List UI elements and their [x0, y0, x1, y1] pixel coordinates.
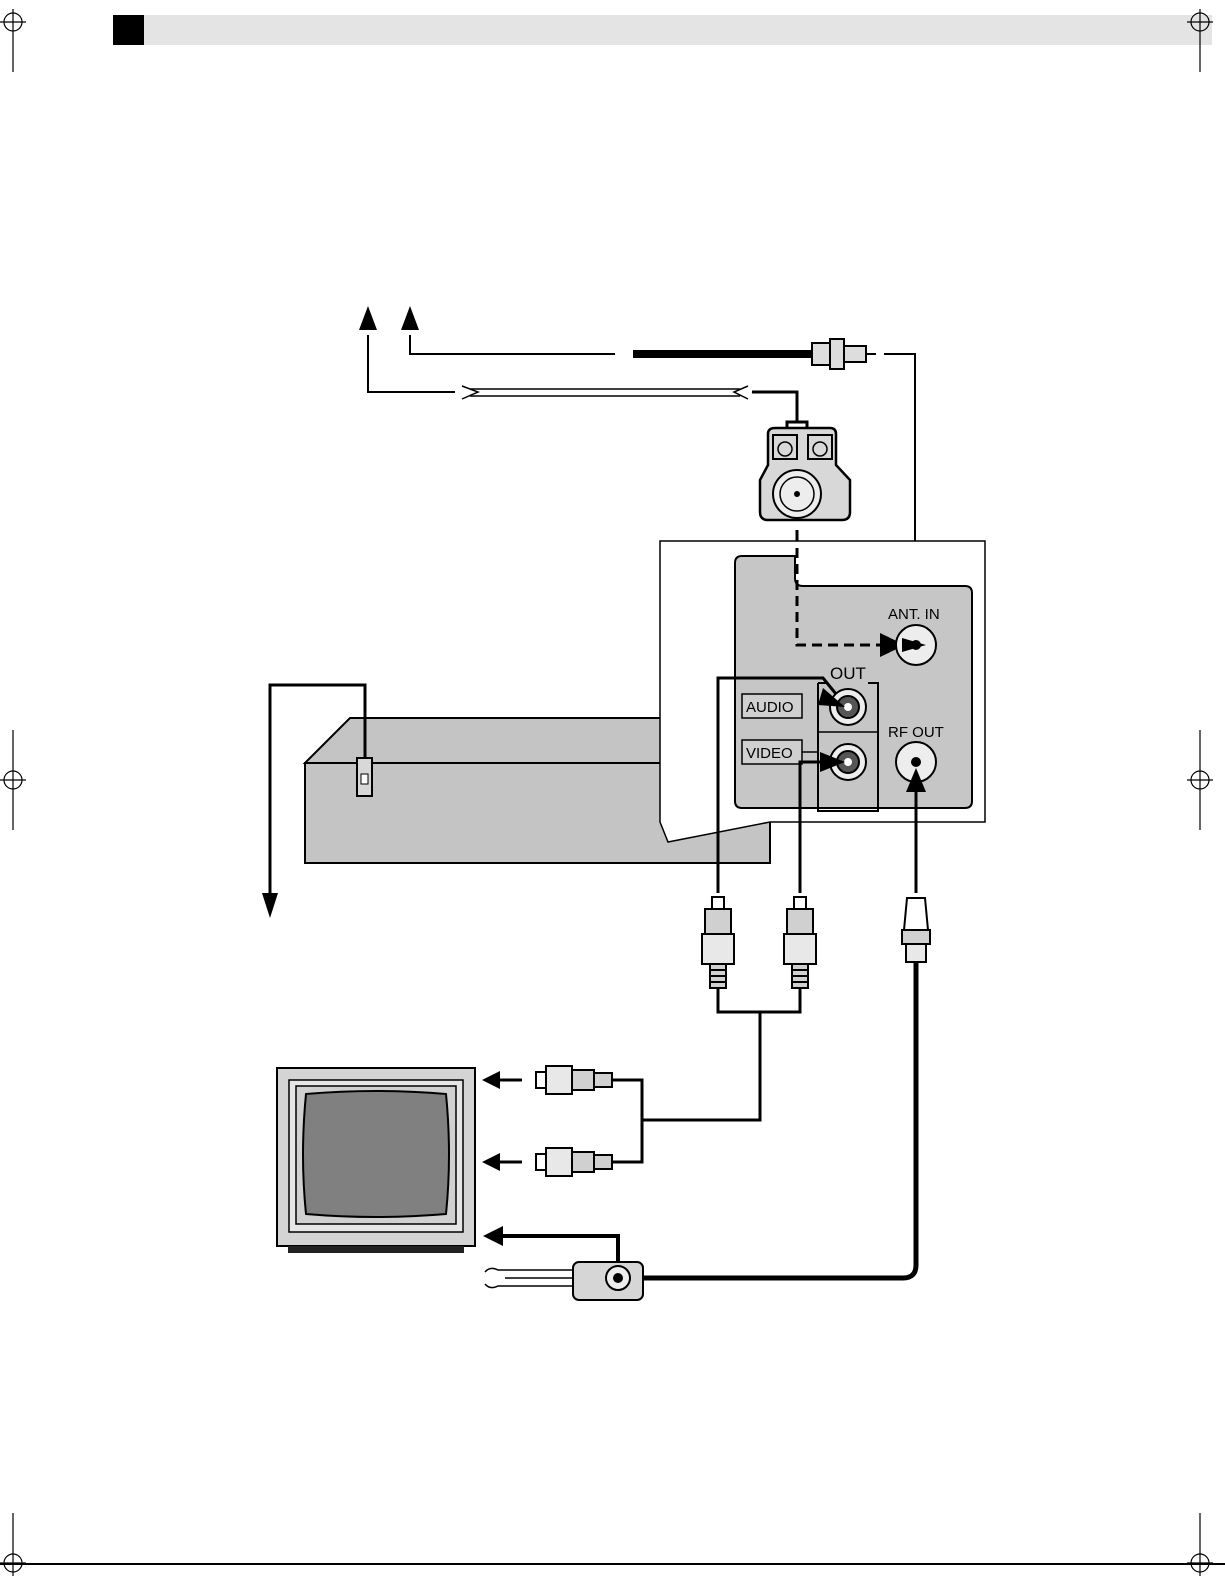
rf-plug	[902, 898, 930, 962]
footer-line	[0, 1563, 1225, 1565]
television	[277, 1068, 475, 1253]
matching-transformer	[760, 428, 850, 545]
av-cable-to-tv	[612, 988, 800, 1162]
out-label: OUT	[830, 664, 866, 683]
twin-lead-cable	[462, 386, 807, 440]
audio-label: AUDIO	[746, 699, 794, 716]
tv-video-input	[482, 1148, 612, 1176]
rf-out-label: RF OUT	[888, 724, 944, 741]
tv-rf-input	[483, 1226, 643, 1300]
ant-in-label: ANT. IN	[888, 606, 940, 623]
video-label: VIDEO	[746, 745, 793, 762]
antenna-lead-arrows	[359, 306, 615, 392]
rca-plug-video	[784, 897, 816, 988]
tv-audio-input	[482, 1066, 612, 1094]
rca-plug-audio	[702, 897, 734, 988]
